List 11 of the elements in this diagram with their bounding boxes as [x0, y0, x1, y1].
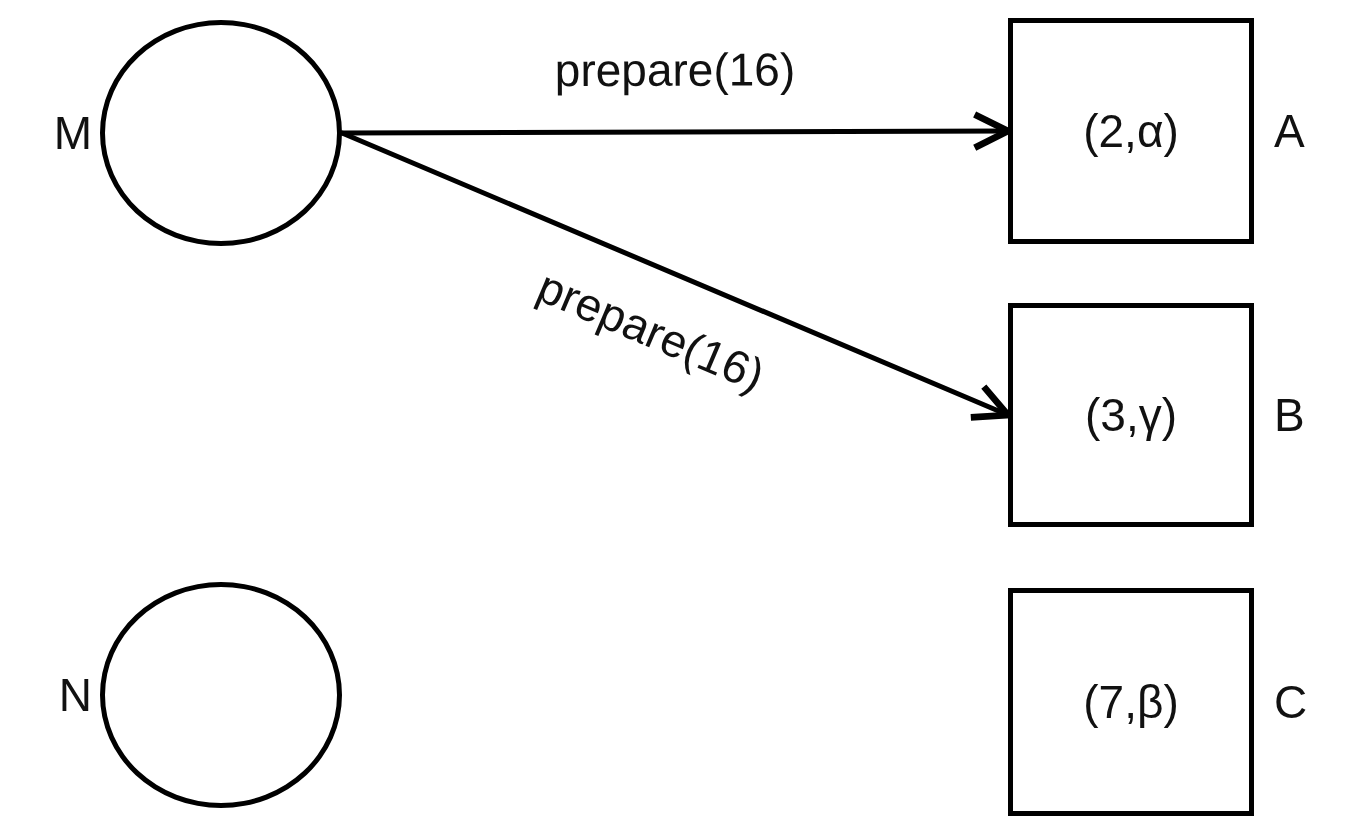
process-box [1008, 303, 1254, 527]
node-label: M [53, 106, 92, 160]
node-text: (2,α) [1083, 104, 1179, 158]
process-box [1008, 18, 1254, 244]
node-label: N [58, 668, 92, 722]
node-label: A [1274, 104, 1305, 158]
node-label: C [1274, 675, 1308, 729]
process-box [1008, 588, 1254, 816]
node-label: B [1274, 388, 1305, 442]
node-text: (7,β) [1083, 675, 1179, 729]
node-text: (3,γ) [1085, 388, 1177, 442]
